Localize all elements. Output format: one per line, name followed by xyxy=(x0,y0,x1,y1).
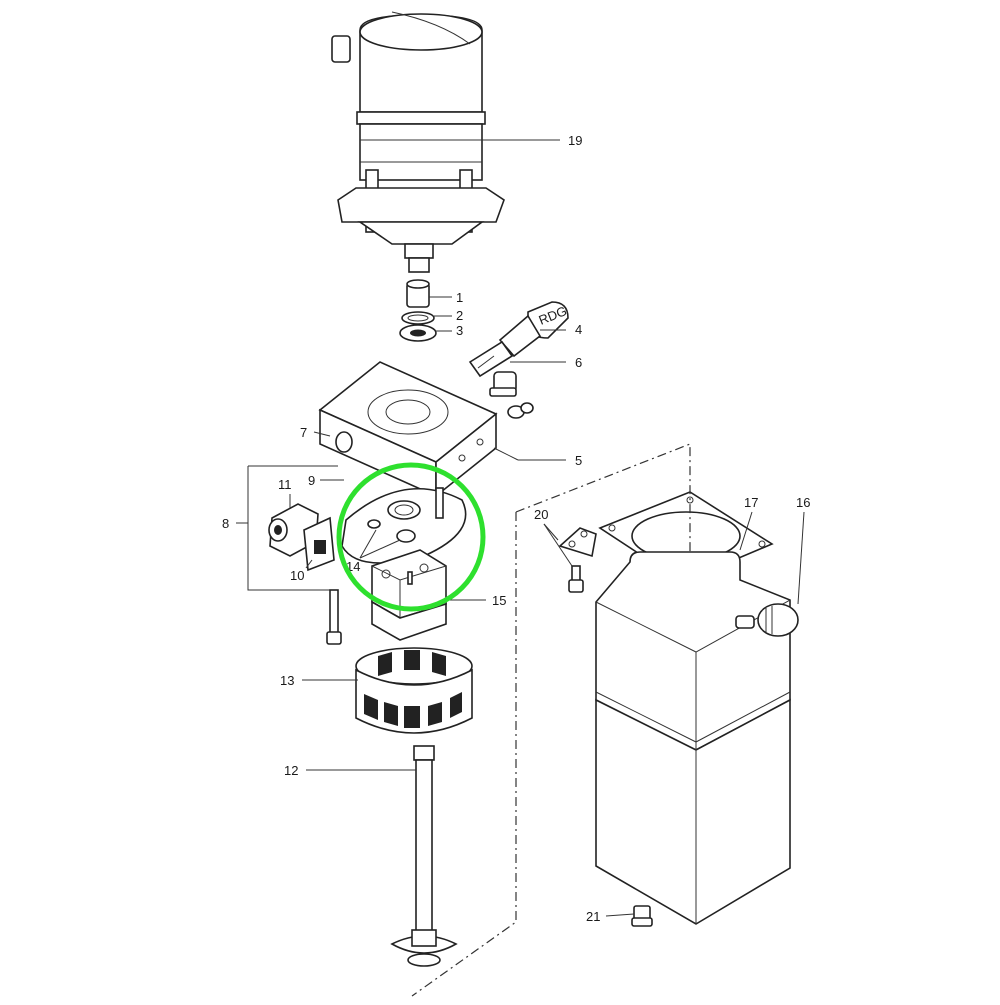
callout-13: 13 xyxy=(280,673,294,688)
circlip-part-2 xyxy=(401,311,435,325)
callout-6: 6 xyxy=(575,355,582,370)
screw-part-20 xyxy=(568,565,584,593)
callout-5: 5 xyxy=(575,453,582,468)
tube-part-12 xyxy=(390,745,458,967)
callout-21: 21 xyxy=(586,909,600,924)
bracket-part-20 xyxy=(558,527,597,558)
valve-part-6 xyxy=(468,340,514,378)
callout-15: 15 xyxy=(492,593,506,608)
pump-part-15 xyxy=(371,549,447,641)
callout-7: 7 xyxy=(300,425,307,440)
valve-part-4: RDG xyxy=(498,301,569,358)
manifold-part-5 xyxy=(318,361,498,498)
plate-part-9 xyxy=(341,487,467,564)
callout-3: 3 xyxy=(456,323,463,338)
bolt-long xyxy=(326,589,342,645)
callout-20: 20 xyxy=(534,507,548,522)
coil-part-10 xyxy=(303,516,335,572)
highlight-circle xyxy=(336,462,486,612)
callout-10: 10 xyxy=(290,568,304,583)
assembly-lines xyxy=(411,443,691,997)
plug-part-21 xyxy=(631,905,653,927)
breather-part-16 xyxy=(735,603,799,637)
callout-labels: 19 1 2 3 4 6 5 7 9 8 11 10 14 15 13 12 1… xyxy=(222,133,810,924)
callout-9: 9 xyxy=(308,473,315,488)
washer-part-3 xyxy=(399,324,437,342)
callout-17: 17 xyxy=(744,495,758,510)
tank-reservoir xyxy=(595,551,791,925)
callout-11: 11 xyxy=(278,477,292,492)
callout-2: 2 xyxy=(456,308,463,323)
coupling-part-1 xyxy=(406,279,430,308)
callout-4: 4 xyxy=(575,322,582,337)
callout-19: 19 xyxy=(568,133,582,148)
callout-16: 16 xyxy=(796,495,810,510)
fitting-seal xyxy=(507,402,534,419)
fitting-plug xyxy=(489,371,517,397)
callout-1: 1 xyxy=(456,290,463,305)
callout-8: 8 xyxy=(222,516,229,531)
motor-part-19 xyxy=(331,11,505,273)
callout-12: 12 xyxy=(284,763,298,778)
leader-lines xyxy=(289,139,805,917)
filter-part-13 xyxy=(355,647,473,734)
bracket-part-8 xyxy=(236,465,338,591)
oring-part-14 xyxy=(367,519,416,543)
